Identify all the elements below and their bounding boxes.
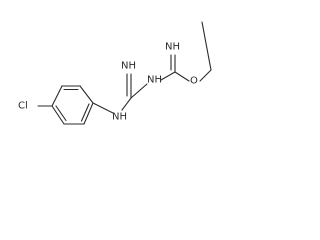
bonds [37, 21, 212, 125]
structure-diagram: Cl NH NH NH NH O [18, 21, 212, 125]
atom-o-ether: O [190, 76, 198, 87]
ring-bond-5-inner [55, 105, 67, 122]
atom-nh-imine-left: NH [121, 61, 136, 72]
ring-bond-3 [83, 102, 94, 125]
nh-link-c2-bond [160, 71, 176, 81]
c2-o-bond [174, 71, 190, 82]
atom-nh-aryl: NH [112, 112, 127, 123]
atom-cl: Cl [18, 101, 28, 112]
ring-bond-2 [79, 85, 94, 104]
ch2-ch3-bond [201, 21, 212, 71]
nh-c1-bond [121, 97, 132, 111]
ring-bond-6 [51, 85, 63, 107]
aryl-nh-bond [92, 102, 114, 114]
atom-labels: Cl NH NH NH NH O [18, 42, 198, 123]
ring-bond-5 [51, 105, 65, 125]
o-ch2-bond [199, 69, 212, 82]
atom-nh-link: NH [147, 75, 162, 86]
ring-bond-3-inner [80, 103, 90, 122]
c1-nh-link-bond [130, 83, 148, 99]
atom-nh-imine-right: NH [165, 42, 180, 53]
